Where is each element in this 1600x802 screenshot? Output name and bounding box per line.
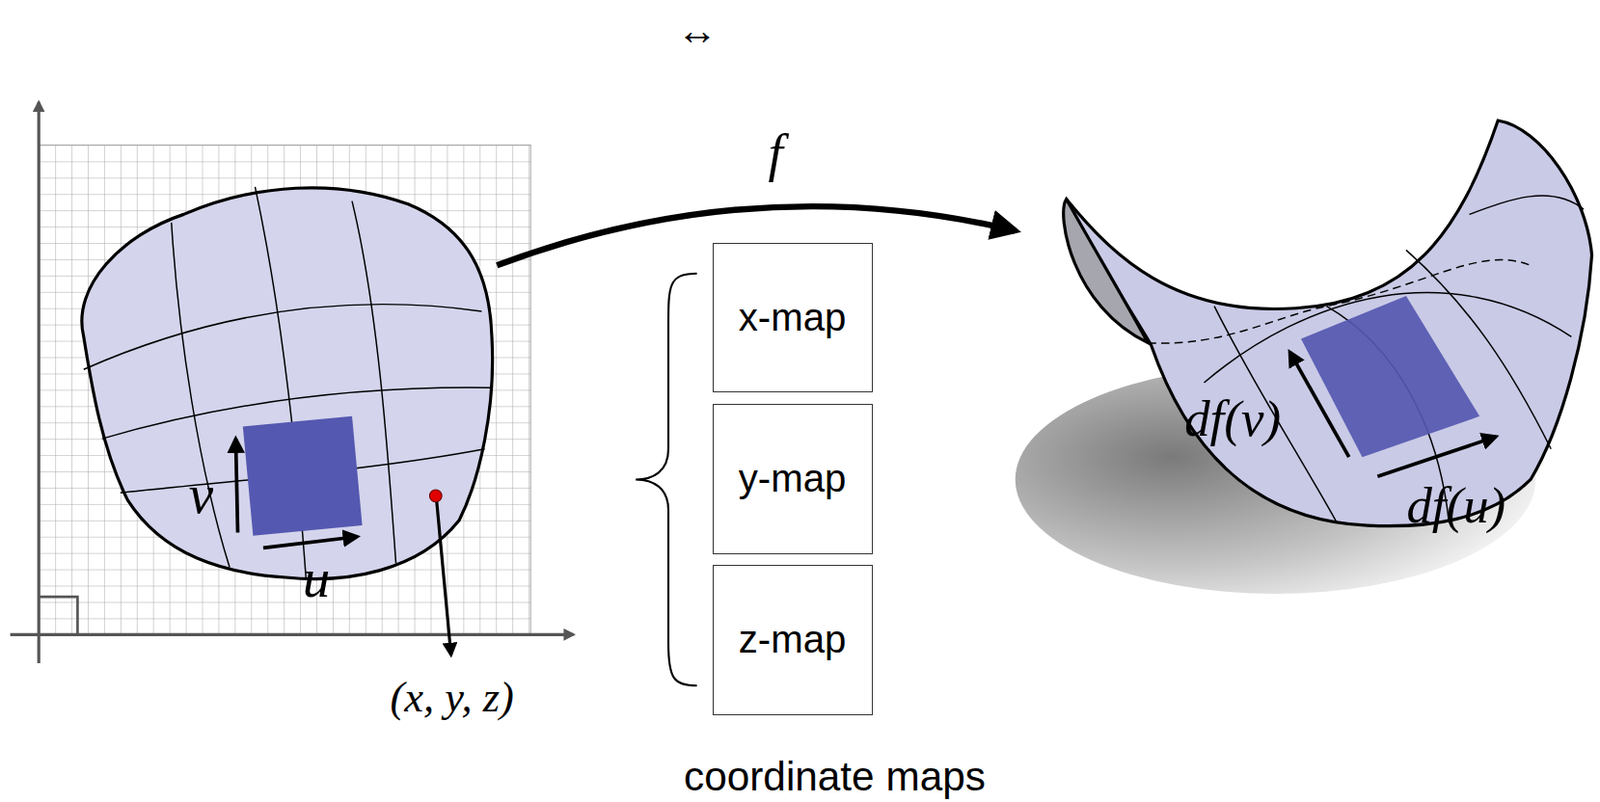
map-label: x-map [738,296,847,341]
right-angle-mark [38,596,78,635]
point-label: (x, y, z) [390,675,515,718]
vector-label: v [189,467,214,523]
surface-grid-lines [1203,195,1584,523]
vector-label: df(v) [1184,392,1281,444]
vector-label: df(u) [1406,479,1506,531]
tangent-patch [243,416,363,537]
brace [635,273,697,686]
map-name: f [767,126,783,180]
map-label: y-map [738,457,847,502]
equivalence-symbol: ↔ [676,10,717,52]
vector-label: u [302,550,331,606]
surface-fold [1063,199,1149,344]
x-axis [10,633,574,637]
vector-dfu [1377,436,1496,477]
vector-v [235,438,238,533]
leader-line [436,502,452,656]
map-label: z-map [738,618,847,663]
mapped-patch [1301,296,1480,458]
caption-label: coordinate maps [683,757,986,798]
map-box: z-map [712,565,873,716]
sample-point [429,489,442,503]
map-box: y-map [712,404,873,555]
vector-u [263,537,357,549]
domain-grid-lines [83,187,492,580]
vector-dfv [1289,352,1349,458]
y-axis [37,102,41,664]
map-box: x-map [712,243,873,394]
surface [1066,120,1593,527]
grid [38,144,531,635]
